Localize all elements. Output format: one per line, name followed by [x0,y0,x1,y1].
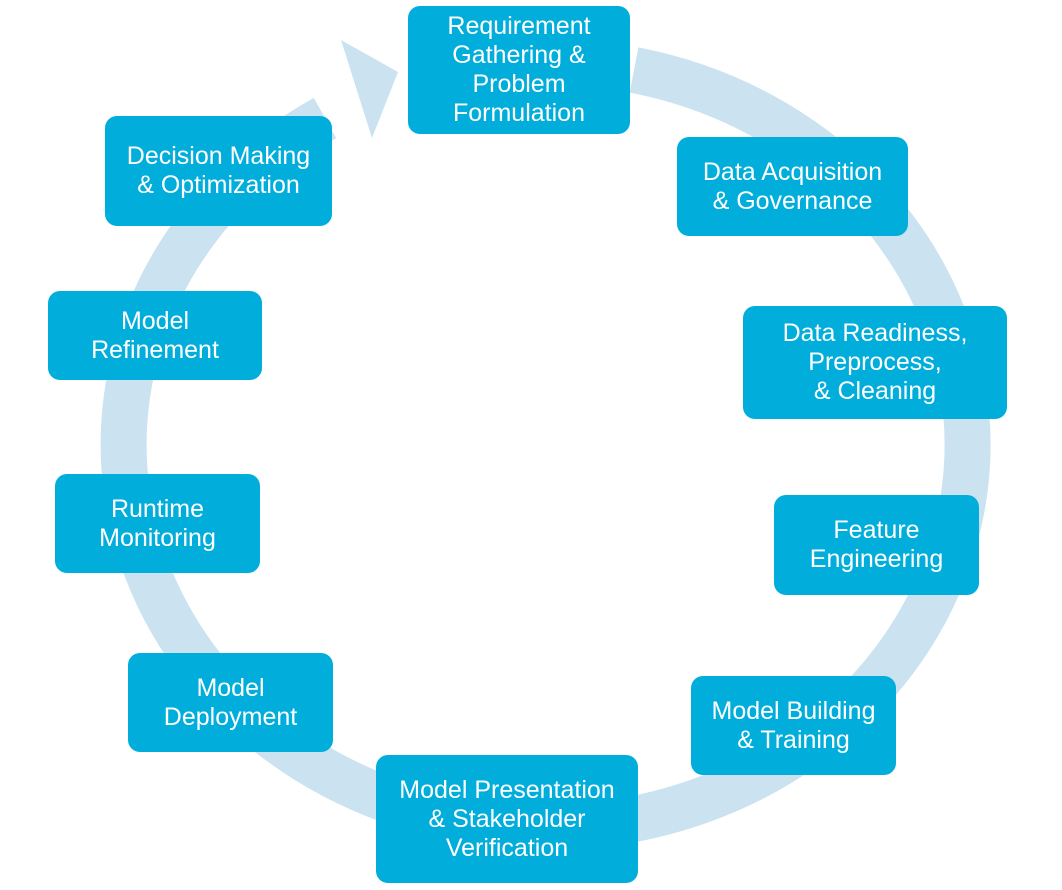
step-feature-engineering: Feature Engineering [774,495,979,595]
step-data-readiness: Data Readiness, Preprocess, & Cleaning [743,306,1007,419]
step-decision-making: Decision Making & Optimization [105,116,332,226]
step-data-acquisition: Data Acquisition & Governance [677,137,908,236]
step-model-deployment: Model Deployment [128,653,333,752]
ring-arrowhead [341,40,398,138]
step-runtime-monitoring: Runtime Monitoring [55,474,260,573]
step-model-refinement: Model Refinement [48,291,262,380]
step-requirement-gathering: Requirement Gathering & Problem Formulat… [408,6,630,134]
step-model-building: Model Building & Training [691,676,896,775]
step-model-presentation: Model Presentation & Stakeholder Verific… [376,755,638,883]
